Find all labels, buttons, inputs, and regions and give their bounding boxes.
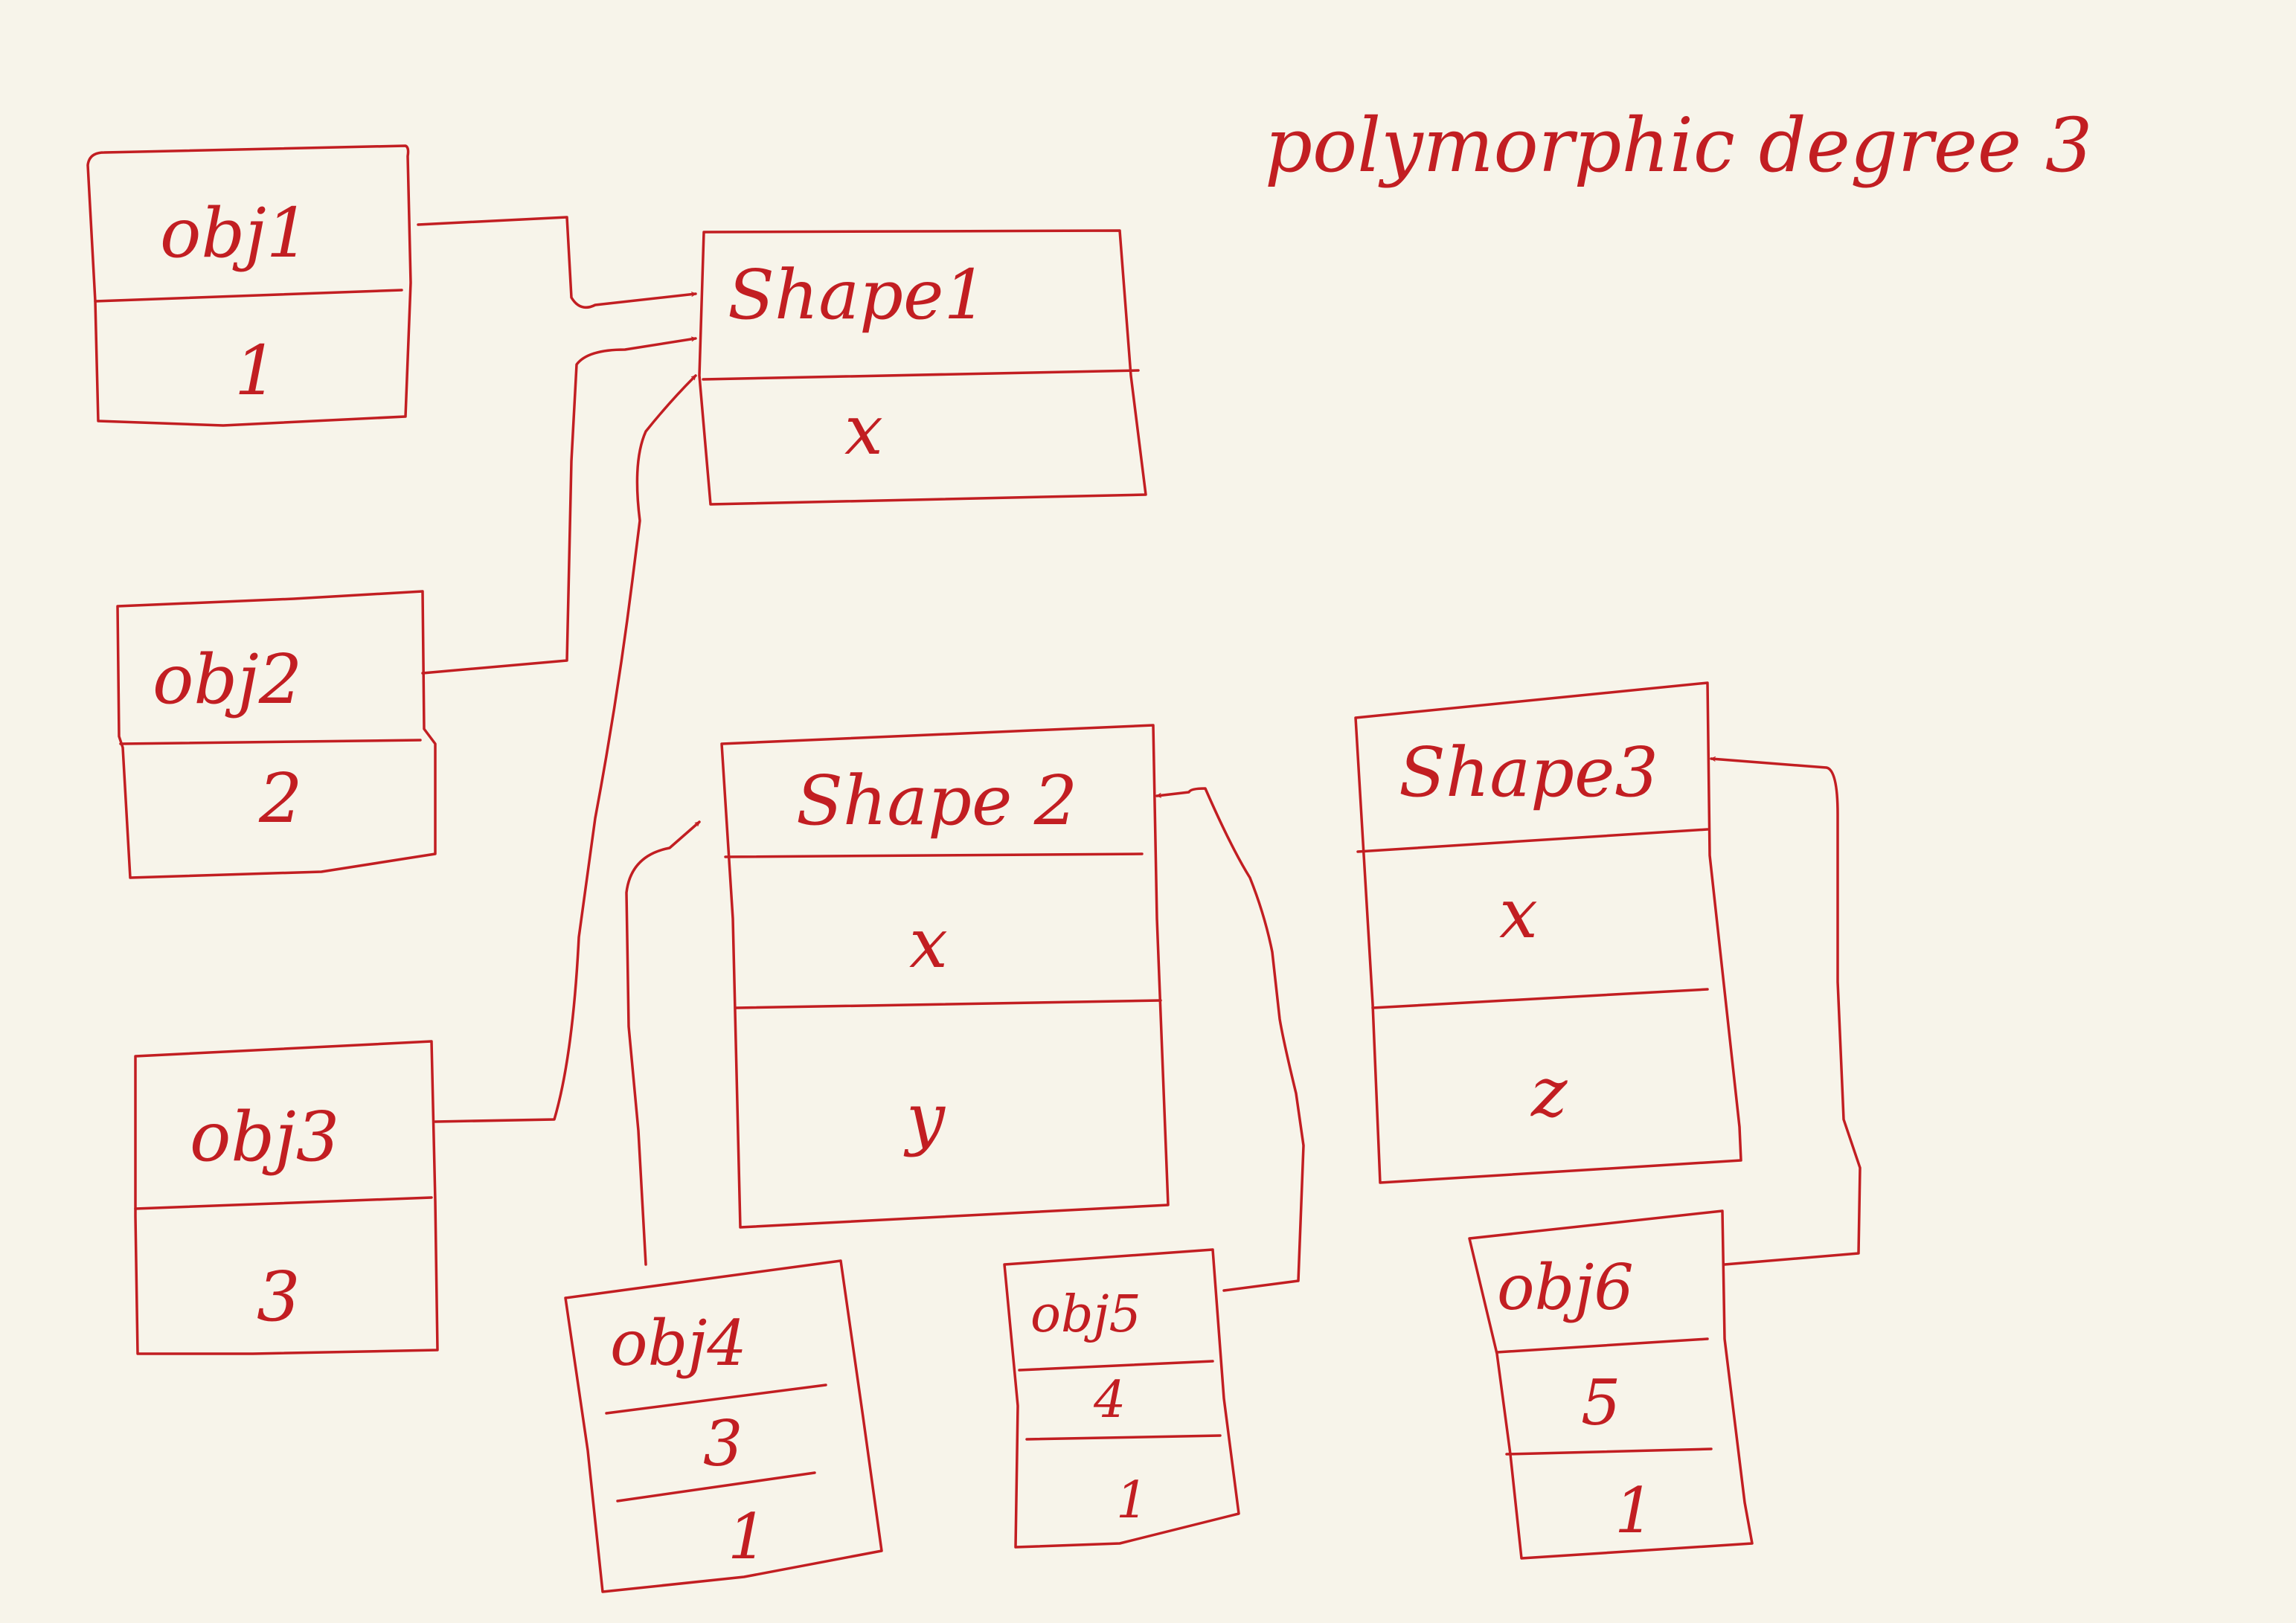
arrow-obj1-to-shape1 [417, 216, 697, 309]
obj3-box: obj3 3 [134, 1040, 439, 1355]
obj5-value-2: 1 [1116, 1471, 1148, 1530]
obj3-value: 3 [257, 1257, 301, 1337]
obj4-value-1: 3 [703, 1407, 743, 1480]
obj1-name: obj1 [160, 193, 310, 273]
shape3-field-z: z [1530, 1052, 1568, 1132]
obj4-box: obj4 3 1 [564, 1259, 883, 1593]
obj4-value-2: 1 [728, 1500, 767, 1573]
shape3-field-x: x [1499, 874, 1538, 954]
arrow-obj3-to-shape1 [434, 374, 697, 1123]
shape1-field-x: x [844, 391, 883, 470]
obj1-value: 1 [234, 331, 278, 411]
obj1-box: obj1 1 [86, 144, 412, 427]
obj6-name: obj6 [1497, 1251, 1634, 1324]
shape2-box: Shape 2 x y [720, 724, 1170, 1229]
obj3-name: obj3 [190, 1097, 339, 1177]
obj6-value-2: 1 [1614, 1474, 1654, 1547]
obj2-value: 2 [258, 759, 303, 838]
arrow-obj2-to-shape1 [421, 336, 697, 675]
obj5-name: obj5 [1030, 1285, 1141, 1344]
shape2-name: Shape 2 [796, 761, 1077, 841]
obj5-value-1: 4 [1093, 1371, 1126, 1430]
obj4-name: obj4 [610, 1307, 747, 1380]
shape1-box: Shape1 x [698, 229, 1147, 506]
shape2-field-x: x [909, 904, 948, 983]
obj5-box: obj5 4 1 [1003, 1248, 1240, 1549]
obj6-box: obj6 5 1 [1468, 1209, 1754, 1560]
shape3-name: Shape3 [1399, 733, 1658, 812]
shape1-name: Shape1 [728, 255, 987, 335]
obj6-value-1: 5 [1581, 1366, 1620, 1439]
obj2-box: obj2 2 [116, 590, 437, 879]
arrow-obj5-to-shape2 [1155, 787, 1305, 1292]
obj2-name: obj2 [153, 640, 302, 719]
shape2-field-y: y [903, 1079, 946, 1158]
shape3-box: Shape3 x z [1354, 681, 1742, 1184]
arrow-obj4-to-shape2 [625, 820, 701, 1266]
diagram-title: polymorphic degree 3 [1265, 102, 2093, 189]
arrow-obj6-to-shape3 [1710, 756, 1862, 1266]
